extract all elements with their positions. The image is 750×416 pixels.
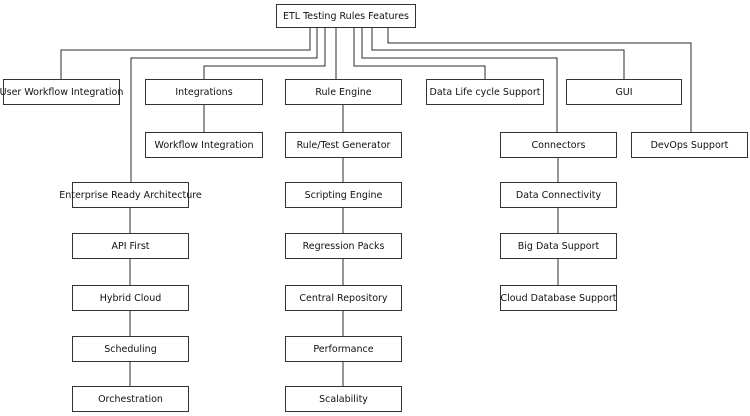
node-gui[interactable]: GUI (566, 79, 682, 105)
edge-root-connectors (361, 28, 558, 132)
node-cloud-database-support[interactable]: Cloud Database Support (500, 285, 617, 311)
edge-root-data-lifecycle-support (353, 28, 486, 79)
node-connectors[interactable]: Connectors (500, 132, 617, 158)
root-node[interactable]: ETL Testing Rules Features (276, 4, 416, 28)
node-regression-packs[interactable]: Regression Packs (285, 233, 402, 259)
node-data-connectivity[interactable]: Data Connectivity (500, 182, 617, 208)
node-user-workflow-integration[interactable]: User Workflow Integration (0, 79, 123, 105)
edge-root-devops-support (387, 28, 692, 132)
node-data-lifecycle-support[interactable]: Data Life cycle Support (426, 79, 544, 105)
edge-root-user-workflow-integration (60, 28, 311, 79)
edge-root-enterprise-ready-architecture (130, 28, 318, 182)
node-integrations[interactable]: Integrations (145, 79, 263, 105)
node-orchestration[interactable]: Orchestration (72, 386, 189, 412)
edge-root-integrations (203, 28, 326, 79)
edge-root-gui (371, 28, 625, 79)
node-central-repository[interactable]: Central Repository (285, 285, 402, 311)
node-devops-support[interactable]: DevOps Support (631, 132, 748, 158)
node-api-first[interactable]: API First (72, 233, 189, 259)
node-scheduling[interactable]: Scheduling (72, 336, 189, 362)
node-performance[interactable]: Performance (285, 336, 402, 362)
node-workflow-integration[interactable]: Workflow Integration (145, 132, 263, 158)
node-rule-engine[interactable]: Rule Engine (285, 79, 402, 105)
node-scalability[interactable]: Scalability (285, 386, 402, 412)
node-hybrid-cloud[interactable]: Hybrid Cloud (72, 285, 189, 311)
node-rule-test-generator[interactable]: Rule/Test Generator (285, 132, 402, 158)
node-enterprise-ready-architecture[interactable]: Enterprise Ready Architecture (59, 182, 202, 208)
node-big-data-support[interactable]: Big Data Support (500, 233, 617, 259)
node-scripting-engine[interactable]: Scripting Engine (285, 182, 402, 208)
